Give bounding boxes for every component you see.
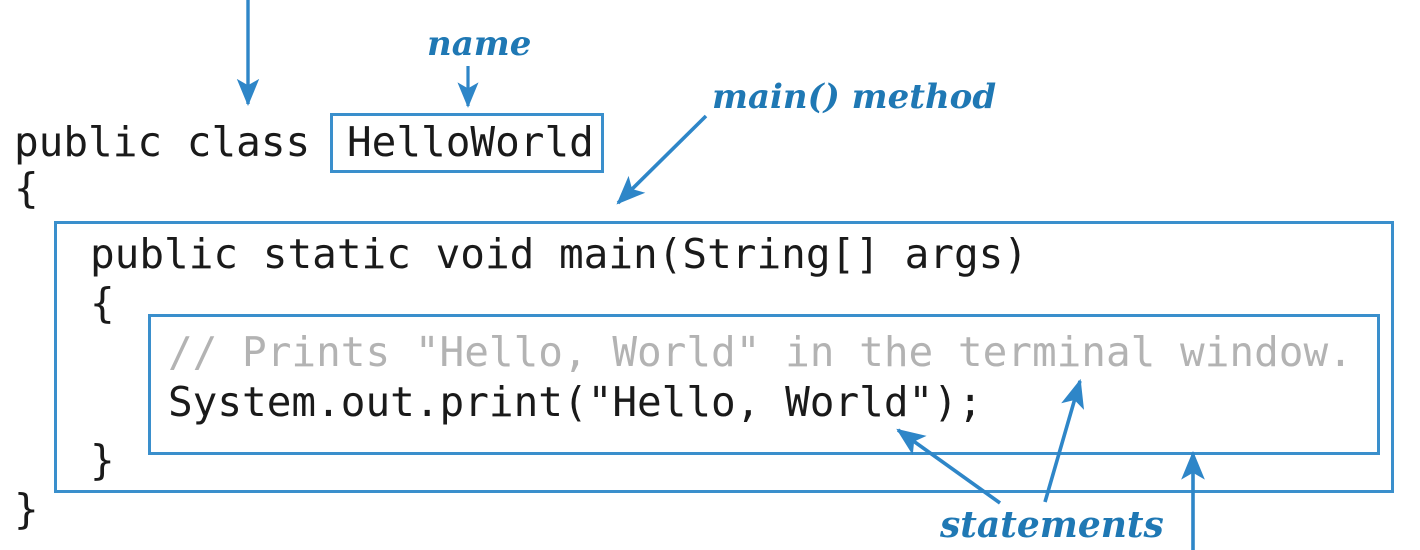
statements-label: statements: [940, 504, 1164, 546]
name-label: name: [427, 24, 532, 64]
class-close-brace: }: [14, 485, 39, 533]
statement-box: [148, 314, 1380, 455]
main-method-label: main() method: [712, 77, 997, 117]
comment-line: // Prints "Hello, World" in the terminal…: [168, 328, 1353, 376]
main-method-box: [54, 221, 1394, 493]
class-name-box: [330, 113, 604, 173]
main-open-brace: {: [90, 279, 115, 327]
print-statement: System.out.print("Hello, World");: [168, 378, 983, 426]
class-declaration-prefix: public class: [14, 118, 335, 166]
main-close-brace: }: [90, 436, 115, 484]
class-open-brace: {: [14, 164, 39, 212]
main-method-arrow: [616, 114, 708, 205]
class-name: HelloWorld: [347, 118, 594, 166]
main-signature: public static void main(String[] args): [90, 230, 1028, 278]
